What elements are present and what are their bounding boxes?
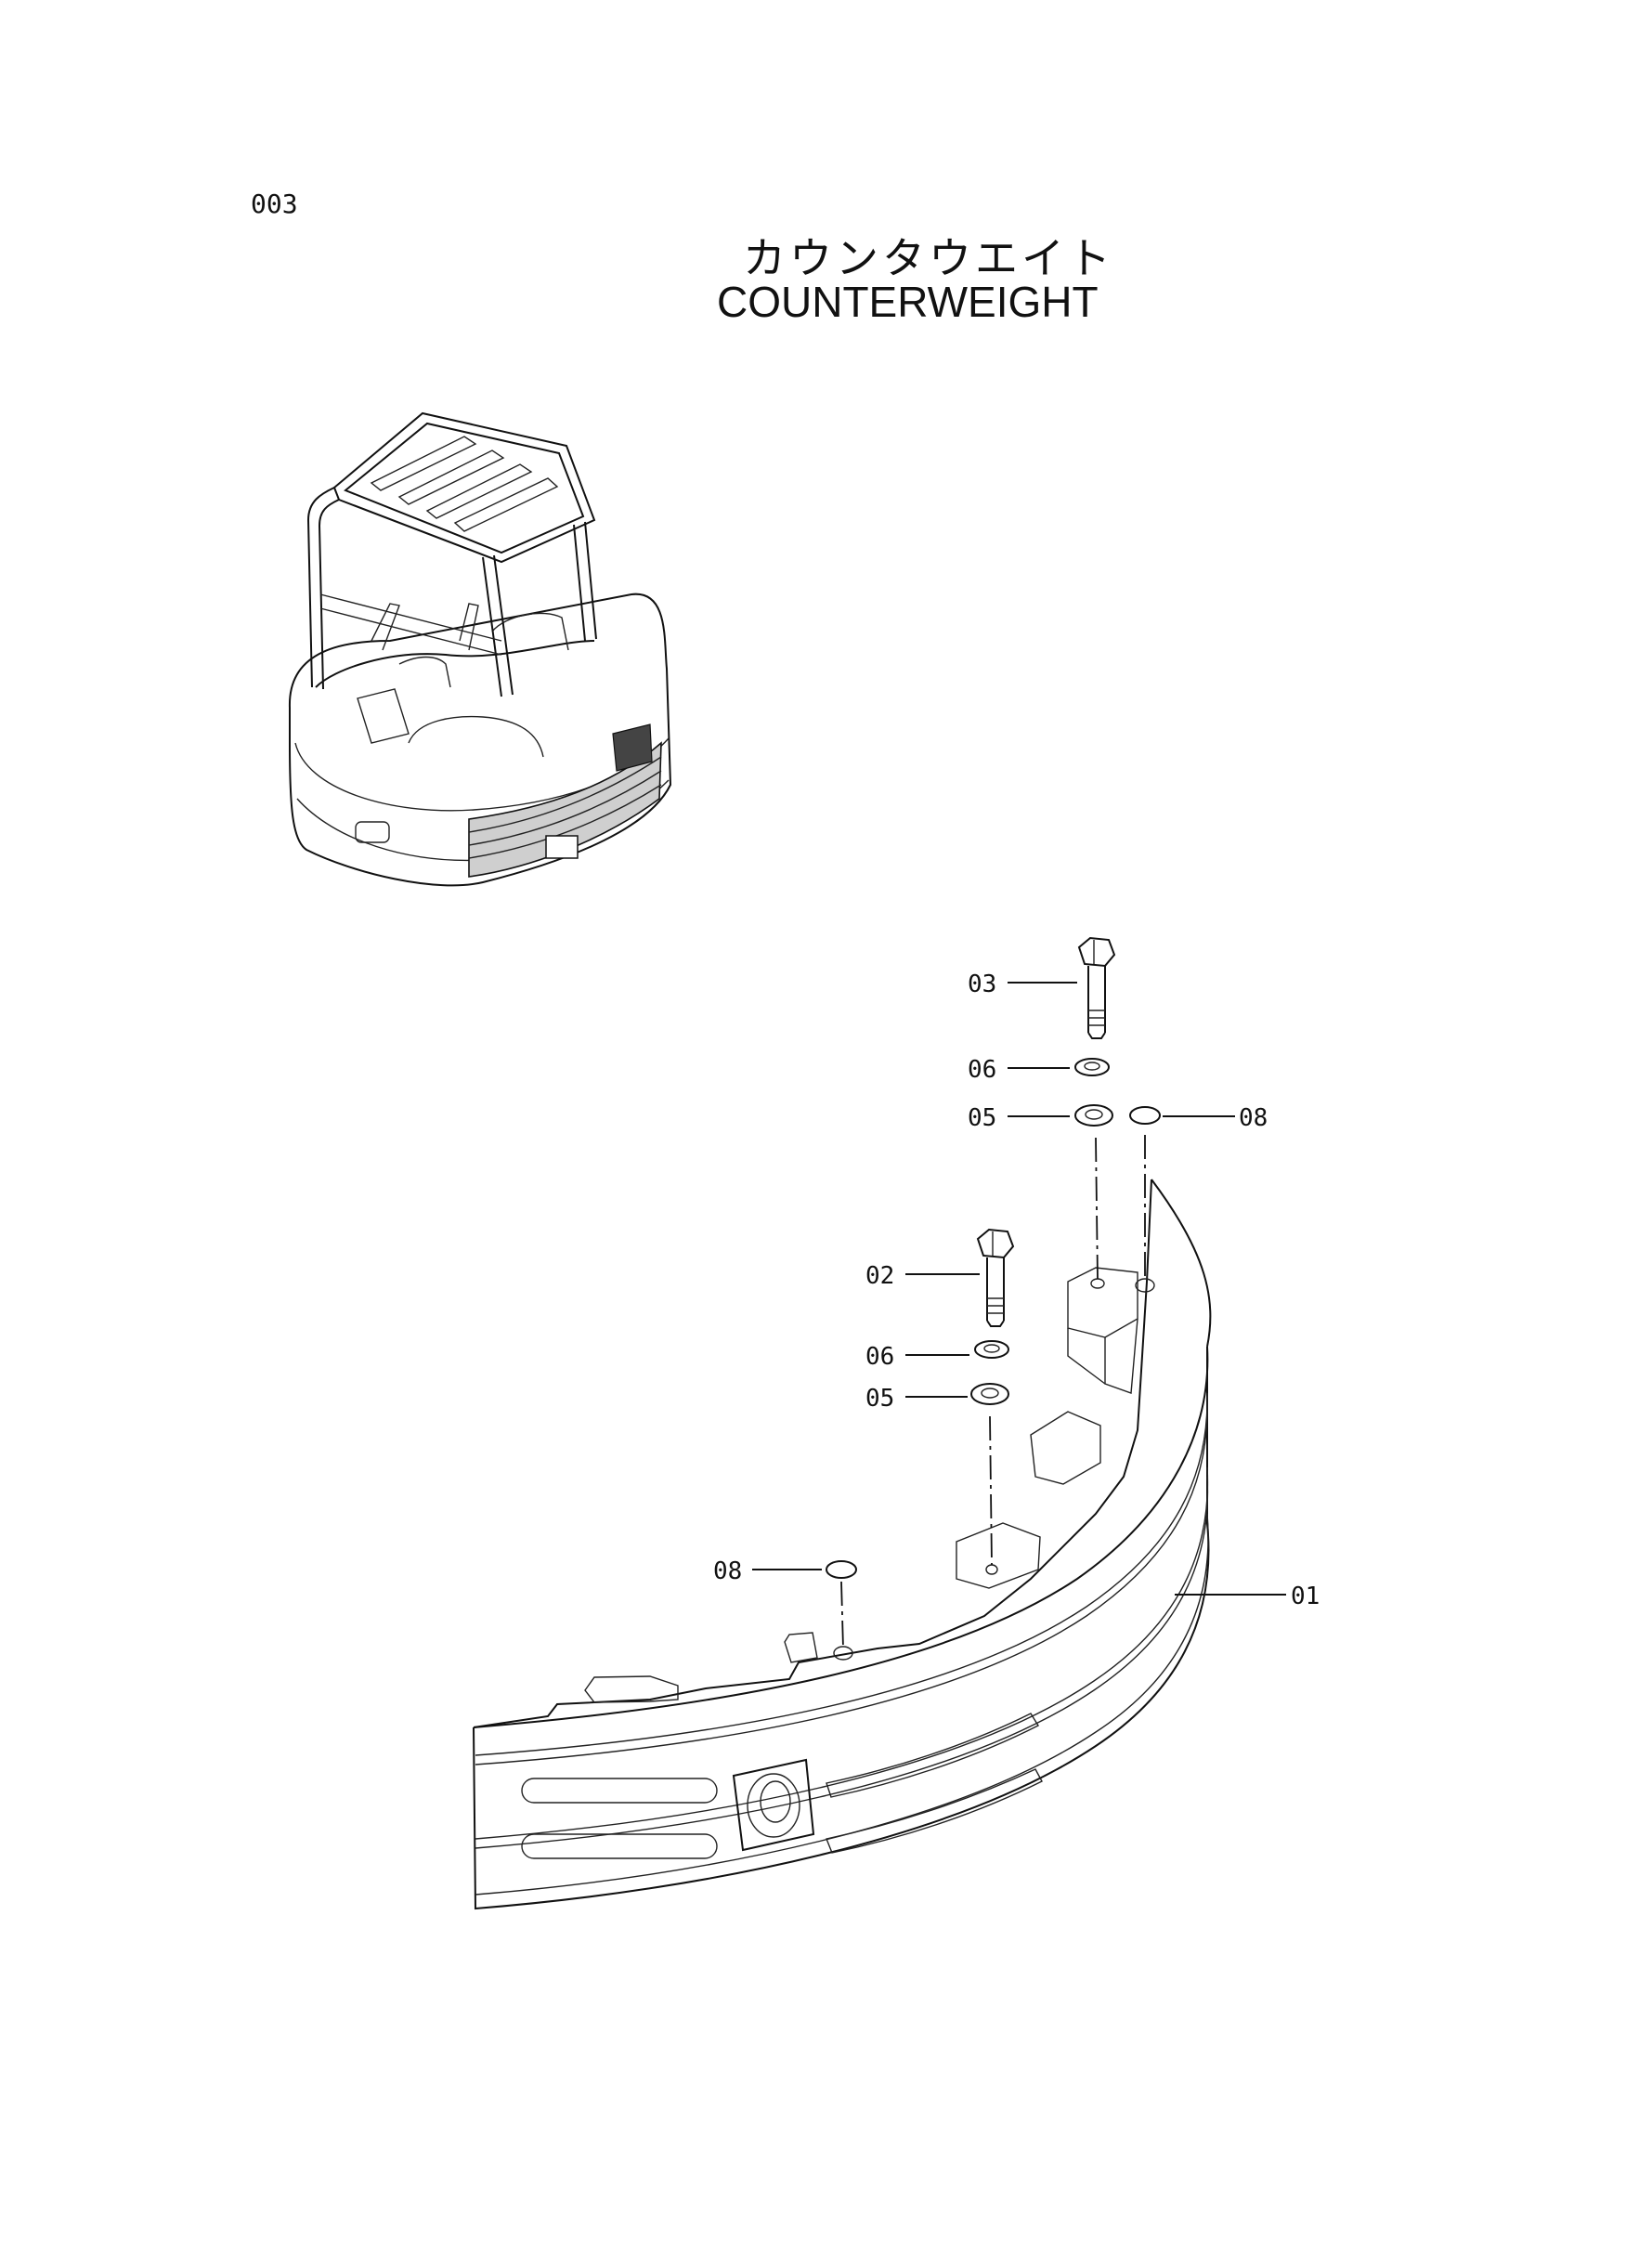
plug-part-08-upper — [1129, 1106, 1161, 1125]
engine-grille — [468, 723, 662, 878]
callout-06-lower: 06 — [865, 1343, 894, 1371]
bolt-part-02 — [976, 1228, 1015, 1327]
title-japanese: カウンタウエイト — [743, 233, 1114, 283]
plain-washer-part-05-lower — [970, 1383, 1009, 1405]
counterweight-part-01 — [473, 1179, 1212, 1910]
callout-labels: 03 06 05 08 02 06 05 08 01 — [713, 971, 1320, 1610]
plug-part-08-lower — [826, 1560, 857, 1579]
plain-washer-part-05-upper — [1074, 1104, 1113, 1127]
callout-05-upper: 05 — [968, 1104, 996, 1132]
callout-06-upper: 06 — [968, 1056, 996, 1084]
spring-washer-part-06-lower — [974, 1340, 1009, 1359]
callout-08-lower: 08 — [713, 1557, 742, 1585]
spring-washer-part-06-upper — [1074, 1058, 1110, 1076]
excavator-overview-illustration — [288, 411, 672, 887]
callout-03: 03 — [968, 971, 996, 998]
callout-01: 01 — [1291, 1583, 1320, 1610]
bolt-part-03 — [1077, 936, 1116, 1039]
page-number: 003 — [251, 189, 298, 219]
callout-05-lower: 05 — [865, 1385, 894, 1413]
callout-leaders — [752, 982, 1286, 1596]
callout-02: 02 — [865, 1262, 894, 1290]
callout-08-upper: 08 — [1239, 1104, 1268, 1132]
title-english: COUNTERWEIGHT — [717, 278, 1099, 326]
rops-canopy — [306, 411, 597, 697]
